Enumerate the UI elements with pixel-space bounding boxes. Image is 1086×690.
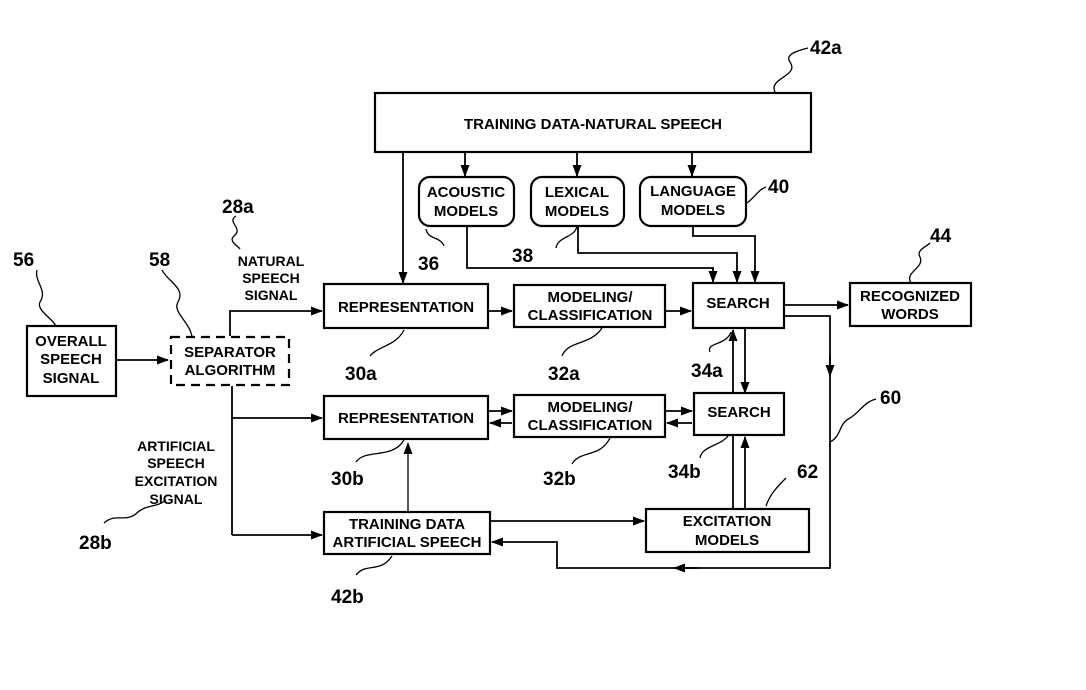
svg-text:SPEECH: SPEECH (147, 455, 205, 471)
ref-28b: 28b (79, 533, 112, 554)
svg-text:ACOUSTIC: ACOUSTIC (427, 184, 506, 201)
svg-text:MODELING/: MODELING/ (548, 399, 634, 416)
leader-28b (103, 499, 167, 524)
ref-44: 44 (930, 226, 952, 247)
svg-text:ALGORITHM: ALGORITHM (185, 362, 276, 379)
natural-speech-signal-annotation: NATURAL SPEECH SIGNAL (238, 253, 305, 303)
ref-42b: 42b (331, 587, 364, 608)
leader-60 (829, 398, 877, 443)
ref-34a: 34a (691, 361, 723, 382)
svg-text:LEXICAL: LEXICAL (545, 184, 609, 201)
arrow-acoustic-to-search-a (466, 226, 718, 283)
svg-text:NATURAL: NATURAL (238, 253, 305, 269)
svg-text:CLASSIFICATION: CLASSIFICATION (528, 417, 653, 434)
svg-text:OVERALL: OVERALL (35, 333, 107, 350)
separator-algorithm-block: SEPARATOR ALGORITHM (169, 335, 291, 387)
svg-text:SEARCH: SEARCH (707, 404, 770, 421)
training-data-natural-speech-block: TRAINING DATA-NATURAL SPEECH (373, 91, 813, 154)
svg-text:SIGNAL: SIGNAL (150, 491, 203, 507)
ref-56: 56 (13, 250, 34, 271)
connections (116, 152, 849, 573)
svg-text:SPEECH: SPEECH (40, 351, 102, 368)
svg-text:LANGUAGE: LANGUAGE (650, 183, 736, 200)
svg-text:TRAINING DATA: TRAINING DATA (349, 516, 465, 533)
search-b-block: SEARCH (692, 391, 786, 437)
overall-speech-signal-block: OVERALL SPEECH SIGNAL (25, 324, 118, 398)
svg-text:SIGNAL: SIGNAL (43, 370, 100, 387)
leader-34a (708, 331, 732, 353)
ref-60: 60 (880, 388, 901, 409)
svg-text:REPRESENTATION: REPRESENTATION (338, 410, 474, 427)
modeling-classification-a-block: MODELING/ CLASSIFICATION (512, 283, 667, 329)
artificial-speech-excitation-signal-annotation: ARTIFICIAL SPEECH EXCITATION SIGNAL (135, 438, 218, 507)
ref-58: 58 (149, 250, 170, 271)
reference-numerals: 42a 40 36 38 44 28a 56 58 30a 32a 34a 60… (13, 38, 952, 608)
ref-62: 62 (797, 462, 818, 483)
svg-text:MODELS: MODELS (545, 203, 609, 220)
excitation-models-block: EXCITATION MODELS (644, 507, 811, 554)
training-natural-label: TRAINING DATA-NATURAL SPEECH (464, 116, 722, 133)
leader-32b (571, 437, 611, 465)
leader-58 (161, 269, 193, 338)
leader-40 (746, 186, 767, 204)
leader-30a (369, 329, 405, 357)
arrow-lexical-to-search-a (577, 226, 742, 283)
language-models-block: LANGUAGE MODELS (638, 175, 748, 228)
svg-text:MODELING/: MODELING/ (548, 289, 634, 306)
acoustic-models-block: ACOUSTIC MODELS (417, 175, 516, 228)
ref-42a: 42a (810, 38, 842, 59)
ref-38: 38 (512, 246, 533, 267)
ref-36: 36 (418, 254, 439, 275)
svg-text:WORDS: WORDS (881, 306, 939, 323)
representation-b-block: REPRESENTATION (322, 394, 490, 441)
arrow-language-to-search-a (692, 226, 760, 283)
recognized-words-block: RECOGNIZED WORDS (848, 281, 973, 328)
svg-text:EXCITATION: EXCITATION (135, 473, 218, 489)
representation-a-block: REPRESENTATION (322, 282, 490, 330)
leader-30b (355, 439, 405, 463)
ref-32b: 32b (543, 469, 576, 490)
training-data-artificial-speech-block: TRAINING DATA ARTIFICIAL SPEECH (322, 510, 492, 556)
svg-text:MODELS: MODELS (434, 203, 498, 220)
svg-text:SEARCH: SEARCH (706, 295, 769, 312)
leader-44 (908, 242, 931, 284)
leader-32a (561, 327, 603, 357)
leader-42b (355, 555, 393, 576)
svg-text:ARTIFICIAL: ARTIFICIAL (137, 438, 215, 454)
leader-62 (765, 477, 787, 507)
svg-text:SIGNAL: SIGNAL (245, 287, 298, 303)
leader-36 (425, 228, 445, 247)
svg-text:RECOGNIZED: RECOGNIZED (860, 288, 960, 305)
leader-42a (773, 47, 809, 93)
svg-text:ARTIFICIAL SPEECH: ARTIFICIAL SPEECH (333, 534, 482, 551)
svg-text:EXCITATION: EXCITATION (683, 513, 772, 530)
ref-40: 40 (768, 177, 789, 198)
arrow-separator-to-representation-a (229, 306, 323, 336)
svg-text:MODELS: MODELS (695, 532, 759, 549)
svg-text:SEPARATOR: SEPARATOR (184, 344, 276, 361)
leader-38 (555, 225, 578, 249)
ref-34b: 34b (668, 462, 701, 483)
svg-text:CLASSIFICATION: CLASSIFICATION (528, 307, 653, 324)
leader-56 (35, 269, 57, 327)
modeling-classification-b-block: MODELING/ CLASSIFICATION (512, 393, 667, 439)
lexical-models-block: LEXICAL MODELS (529, 175, 626, 228)
ref-32a: 32a (548, 364, 580, 385)
leader-28a (231, 215, 241, 250)
leader-34b (699, 435, 729, 459)
ref-30a: 30a (345, 364, 377, 385)
svg-text:MODELS: MODELS (661, 202, 725, 219)
ref-30b: 30b (331, 469, 364, 490)
svg-text:SPEECH: SPEECH (242, 270, 300, 286)
search-a-block: SEARCH (691, 281, 786, 330)
svg-text:REPRESENTATION: REPRESENTATION (338, 299, 474, 316)
ref-28a: 28a (222, 197, 254, 218)
reference-leaders (35, 47, 931, 576)
